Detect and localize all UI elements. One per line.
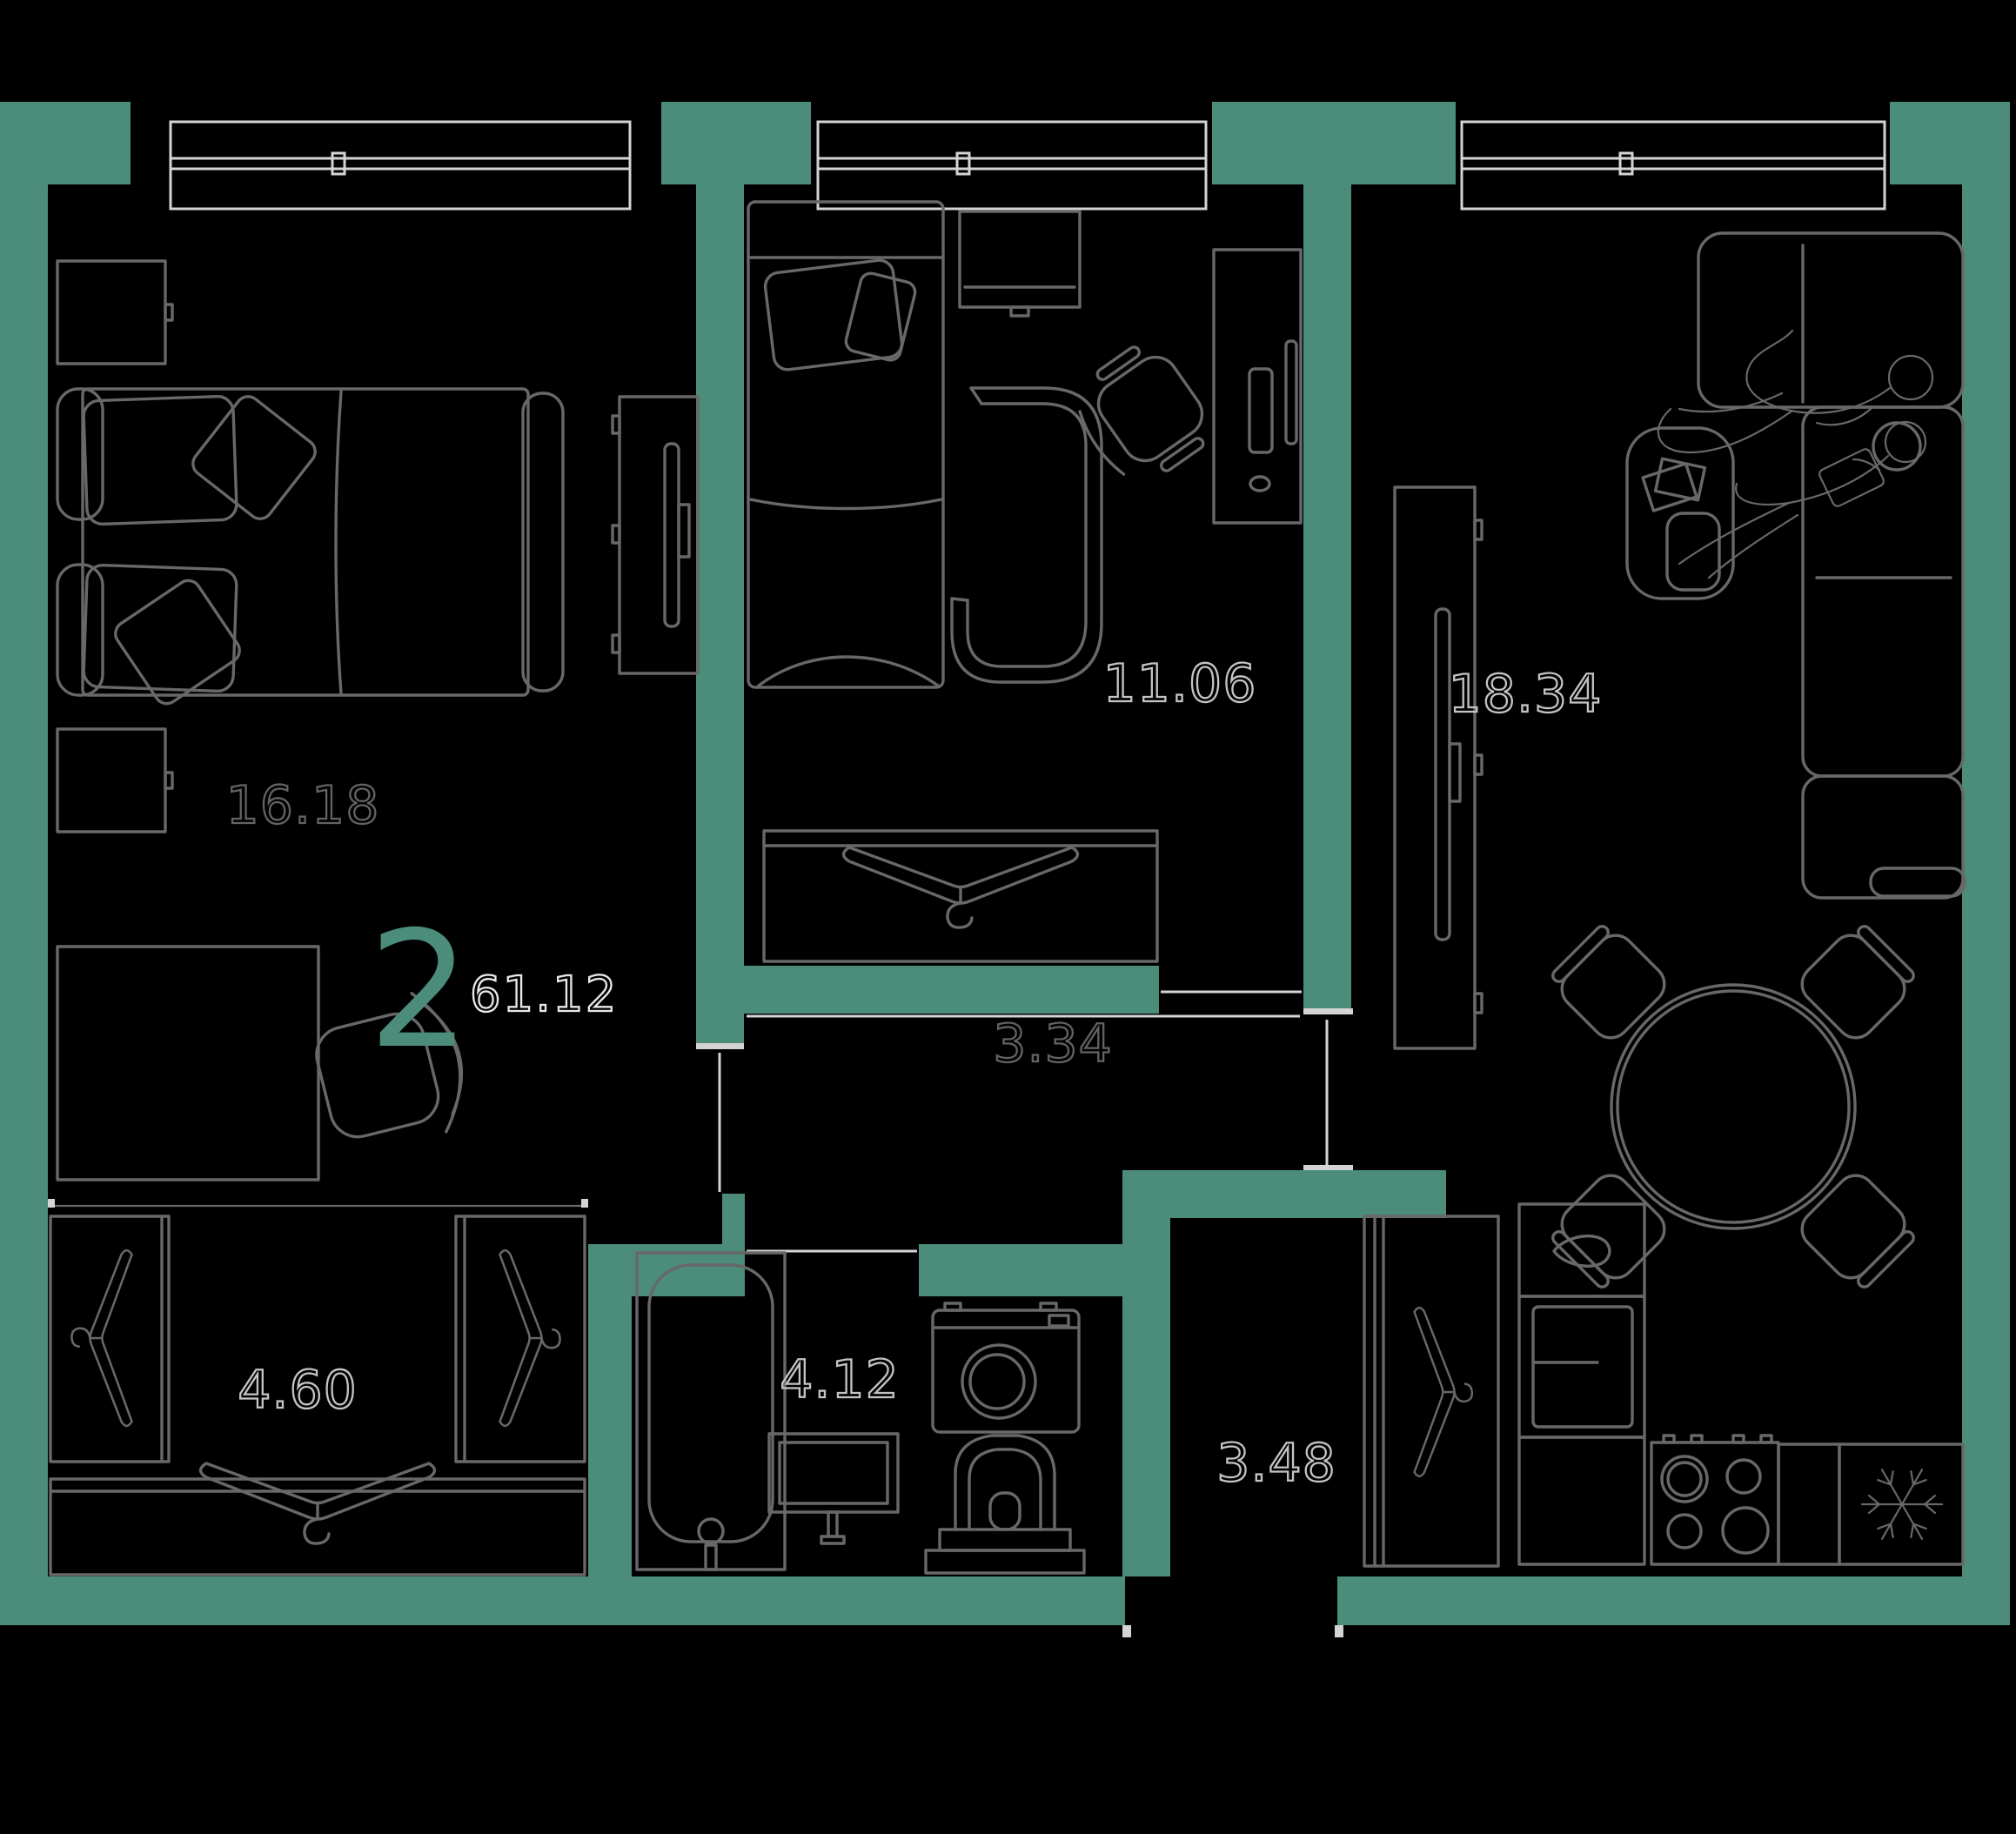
- wardrobe-rail-icon: [49, 1477, 586, 1576]
- wall-bathroom-right: [1122, 1218, 1170, 1576]
- wall-bathroom-top-right: [919, 1244, 1122, 1296]
- room-hallway: 3.34: [992, 1013, 1113, 1075]
- wall-living-divider: [1303, 184, 1351, 1014]
- desk-icon: [1212, 248, 1303, 525]
- wall-top-c: [1212, 102, 1456, 184]
- wall-bottom-left: [0, 1576, 1125, 1625]
- area-label-bedroom: 16.18: [226, 775, 380, 836]
- wardrobe-jamb-tick: [48, 1199, 55, 1208]
- wardrobe-jamb-tick: [581, 1199, 588, 1208]
- wardrobe-icon: [762, 829, 1159, 963]
- area-label-hallway: 3.34: [993, 1014, 1113, 1074]
- cap-living-doorway-2: [1303, 1165, 1353, 1170]
- windows: [169, 120, 1886, 211]
- sink-icon: [767, 1432, 900, 1545]
- entry-door-tick-right: [1335, 1625, 1343, 1637]
- washing-machine-icon: [931, 1302, 1081, 1434]
- toilet-icon: [924, 1434, 1086, 1575]
- window-living: [1460, 120, 1886, 211]
- total-area-label: 61.12: [470, 967, 618, 1023]
- cap-living-doorway: [1303, 1008, 1353, 1014]
- desk-chair-icon: [315, 992, 464, 1139]
- wall-tv-icon: [958, 210, 1082, 318]
- person-sitting-icon: [1678, 420, 1927, 579]
- closet-box-icon: [49, 1215, 171, 1463]
- tv-stand-icon: [1393, 485, 1484, 1050]
- walls: [0, 102, 2010, 1625]
- office-chair-icon: [1078, 345, 1205, 476]
- entry-door-tick-left: [1122, 1625, 1131, 1637]
- tv-cabinet-icon: [611, 395, 700, 675]
- hall-closet-icon: [1363, 1215, 1500, 1568]
- cap-bedroom-doorway: [696, 1043, 744, 1049]
- doors: [718, 990, 1329, 1253]
- kitchen-zone: [1517, 1202, 1965, 1566]
- window-bedroom2: [816, 120, 1208, 211]
- fridge-icon: [1838, 1442, 1965, 1566]
- window-bedroom: [169, 120, 632, 211]
- wall-left: [0, 102, 48, 1625]
- apartment-type-number: 2: [368, 896, 471, 1084]
- dining-table-icon: [1610, 983, 1857, 1230]
- nightstand-icon: [56, 727, 174, 833]
- area-label-living: 18.34: [1449, 664, 1603, 725]
- room-bathroom: 4.12: [635, 1251, 1086, 1575]
- wall-hall-top: [1122, 1170, 1446, 1218]
- single-bed-icon: [747, 200, 945, 689]
- wall-bedroom2-bottom: [744, 966, 1159, 1014]
- room-wardrobe: 4.60: [48, 1199, 588, 1576]
- bathtub-icon: [635, 1251, 787, 1571]
- wall-right: [1962, 102, 2010, 1625]
- room-bedroom: 16.18: [56, 259, 700, 1181]
- wall-caps: [696, 1008, 1353, 1637]
- wall-bathroom-stub: [722, 1194, 745, 1244]
- corner-sofa-icon: [1697, 231, 1966, 900]
- area-label-bathroom: 4.12: [780, 1349, 900, 1410]
- wall-bedroom-divider: [696, 184, 744, 1048]
- wall-top-b: [661, 102, 811, 184]
- room-hall: 3.48: [1216, 1215, 1500, 1568]
- area-label-hall: 3.48: [1216, 1433, 1336, 1494]
- nightstand-icon: [56, 259, 174, 365]
- room-living: 18.34: [1393, 231, 1966, 1296]
- room-bedroom2: 11.06: [747, 200, 1303, 963]
- coffee-table-icon: [1625, 426, 1735, 600]
- wall-bathroom-left: [588, 1244, 632, 1576]
- double-bed-icon: [56, 387, 565, 706]
- kitchen-cabinet-icon: [1517, 1436, 1646, 1566]
- closet-box-icon: [454, 1215, 586, 1463]
- area-label-wardrobe: 4.60: [238, 1360, 358, 1421]
- wall-bottom-right: [1337, 1576, 2010, 1625]
- area-label-bedroom2: 11.06: [1103, 653, 1257, 714]
- lounge-chair-icon: [950, 386, 1103, 684]
